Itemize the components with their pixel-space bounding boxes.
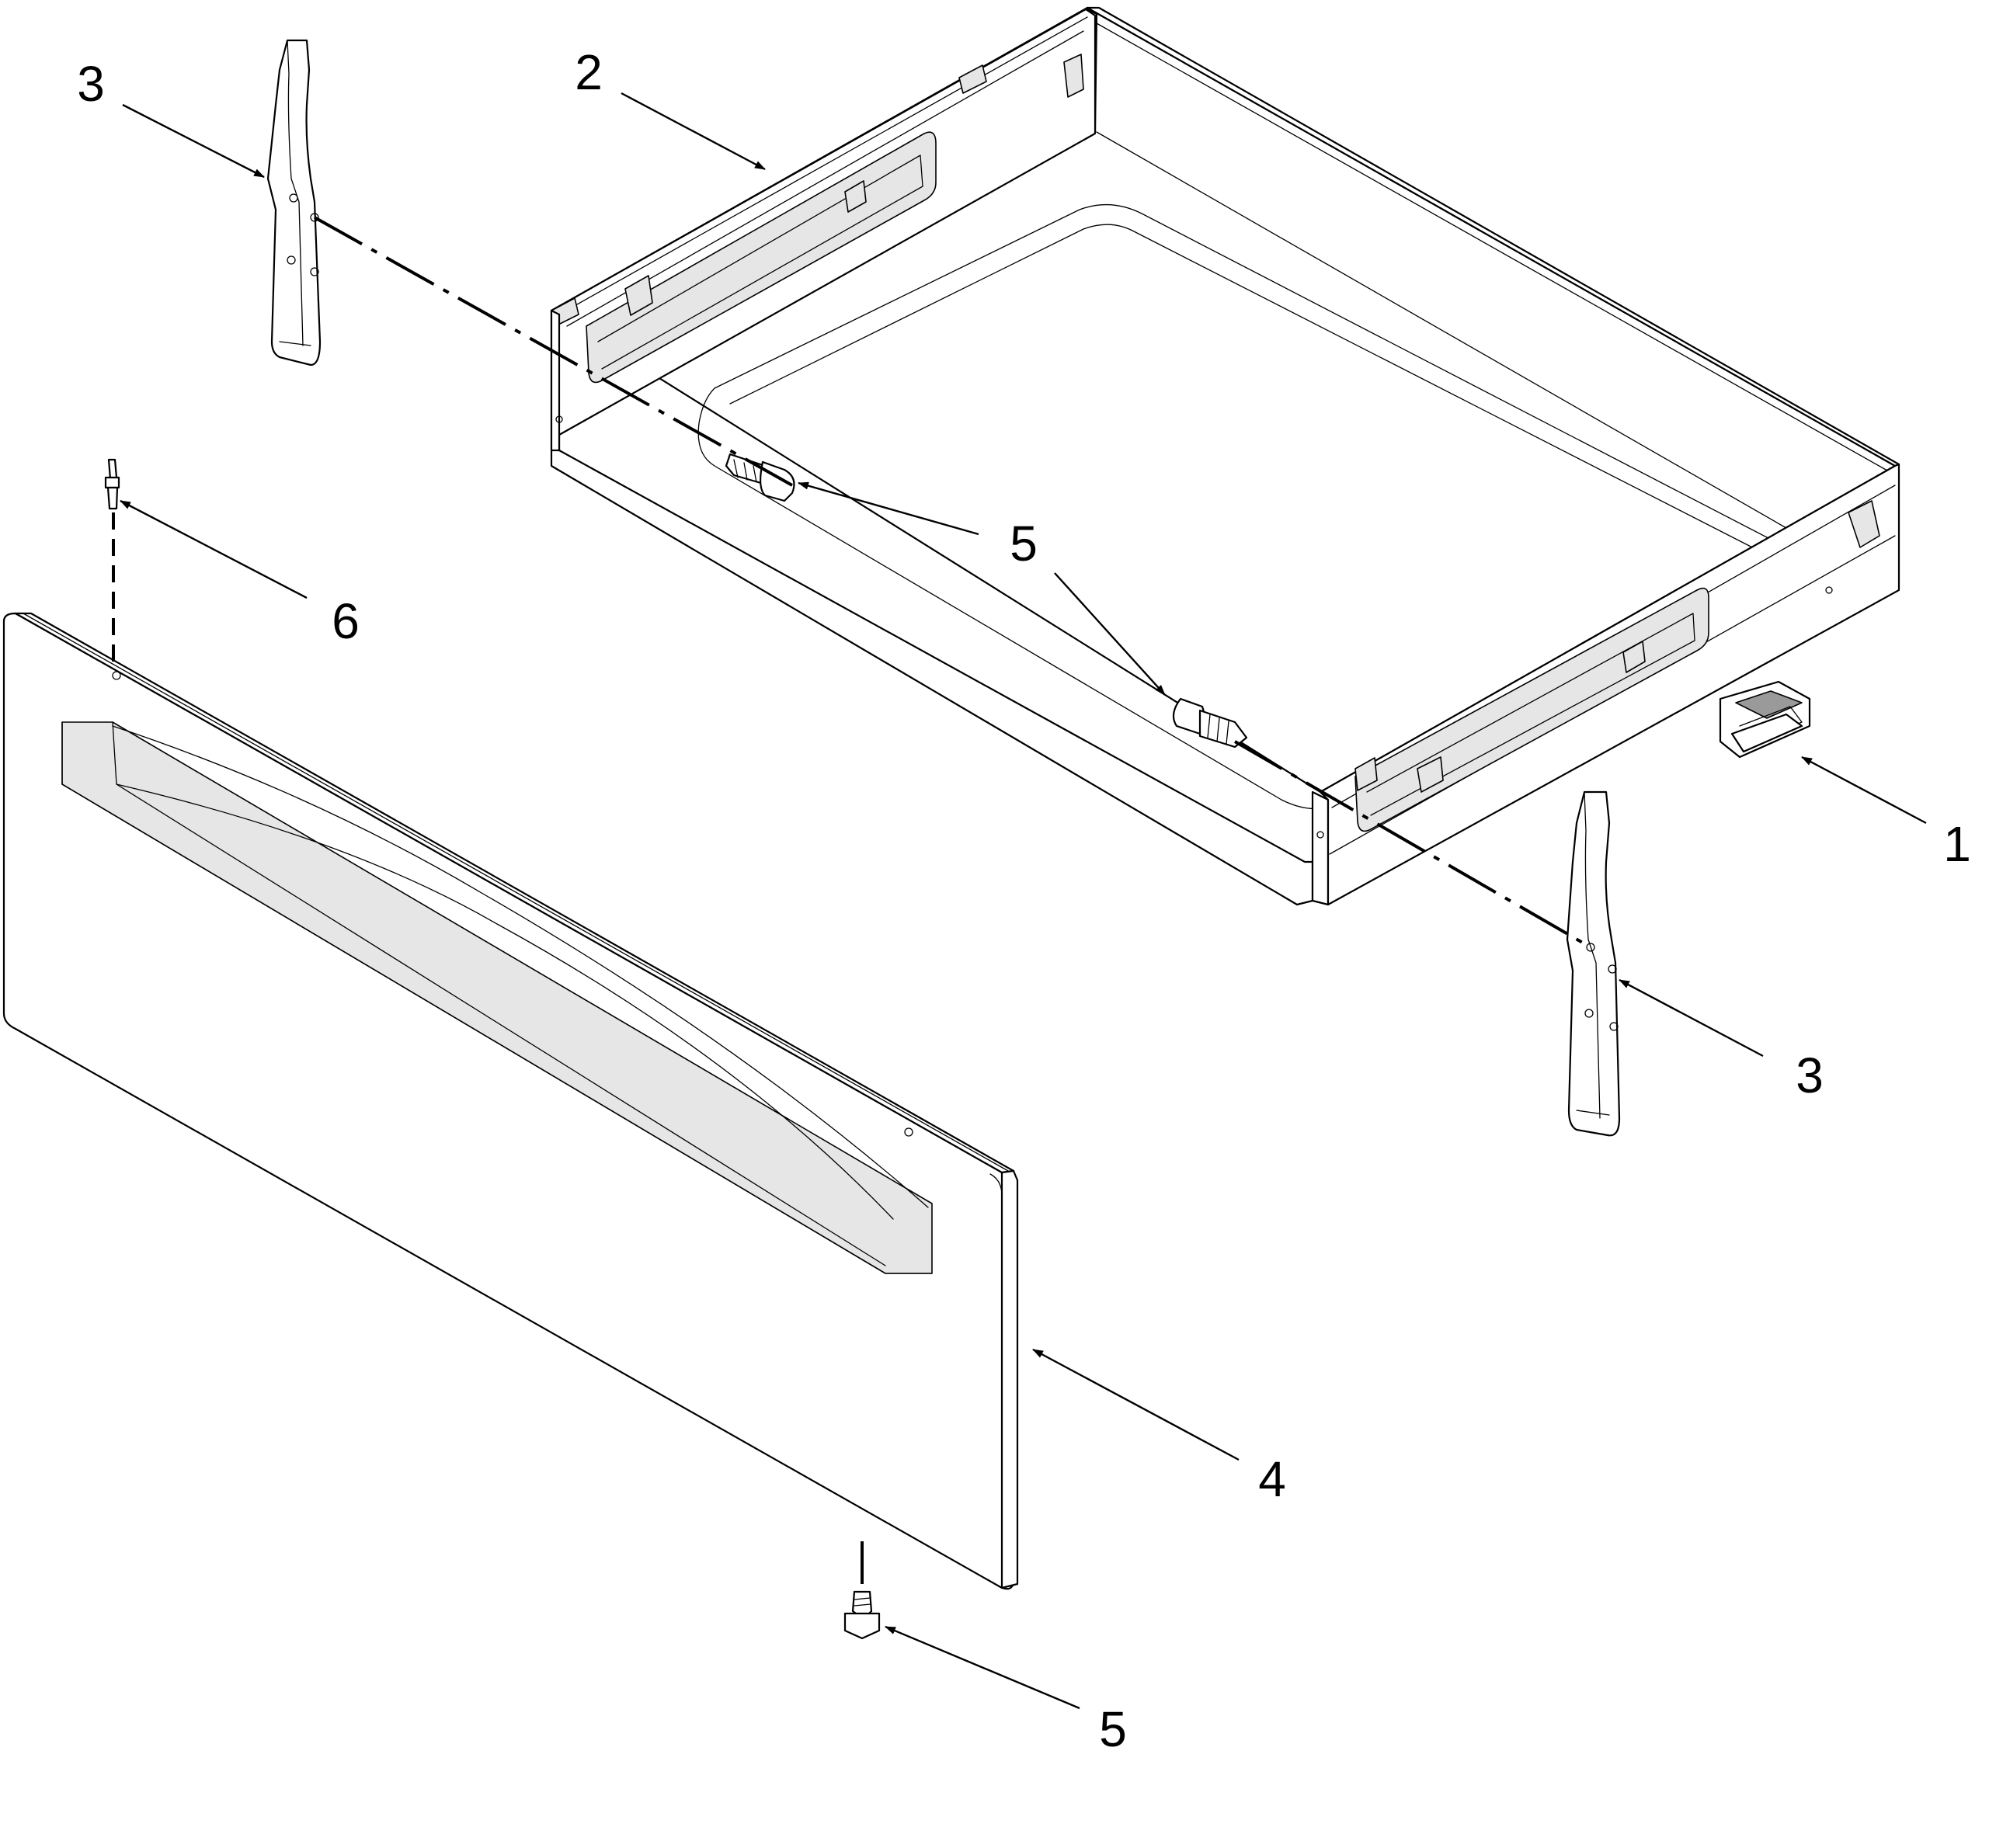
- drawer-glide-bracket-left: [266, 39, 322, 366]
- drawer-front-panel: [2, 612, 1019, 1590]
- screw-center-left: [725, 453, 795, 502]
- pin: [104, 458, 120, 510]
- drawer-slide-clip: [1719, 680, 1811, 759]
- drawer-body: [550, 6, 1900, 906]
- screw-bottom: [843, 1590, 881, 1640]
- callout-4: 4: [1258, 1451, 1286, 1507]
- callout-1: 1: [1943, 816, 1971, 872]
- callout-5-center: 5: [1010, 516, 1038, 571]
- assembly-line-right: [1233, 740, 1592, 949]
- callout-5-bottom: 5: [1099, 1701, 1127, 1757]
- callout-6: 6: [332, 593, 360, 649]
- callout-3-right: 3: [1796, 1047, 1824, 1103]
- callout-3-left: 3: [77, 56, 105, 112]
- drawer-glide-bracket-right: [1566, 790, 1621, 1137]
- assembly-line-left: [314, 216, 793, 487]
- callout-2: 2: [575, 44, 603, 100]
- screw-center-right: [1172, 697, 1248, 749]
- leaders: [120, 92, 1927, 1710]
